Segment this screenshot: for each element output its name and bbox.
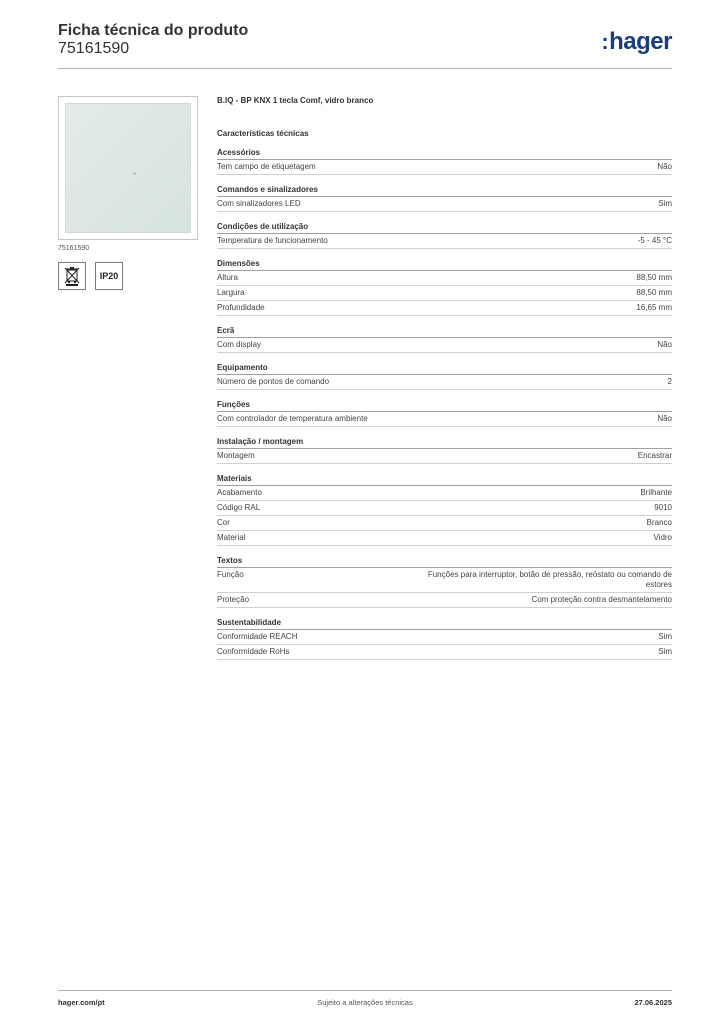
ip20-badge: IP20: [95, 262, 123, 290]
spec-label: Cor: [217, 518, 230, 527]
spec-value: Encastrar: [637, 451, 672, 460]
weee-crossed-bin-icon: [58, 262, 86, 290]
spec-value: Sim: [658, 632, 672, 641]
section-title: Funções: [217, 400, 672, 412]
spec-row: Função Funções para interruptor, botão de…: [217, 568, 672, 593]
footer-date: 27.06.2025: [634, 998, 672, 1007]
spec-label: Profundidade: [217, 303, 265, 312]
spec-label: Proteção: [217, 595, 250, 604]
spec-label: Temperatura de funcionamento: [217, 236, 328, 245]
spec-value: 9010: [654, 503, 672, 512]
product-image-column: 75161590 IP20: [58, 96, 200, 290]
spec-row: Conformidade RoHs Sim: [217, 645, 672, 660]
spec-row: Cor Branco: [217, 516, 672, 531]
technical-specs: B.IQ - BP KNX 1 tecla Comf, vidro branco…: [217, 96, 672, 670]
spec-row: Temperatura de funcionamento -5 - 45 °C: [217, 234, 672, 249]
spec-value: Sim: [658, 647, 672, 656]
spec-label: Código RAL: [217, 503, 261, 512]
spec-label: Conformidade REACH: [217, 632, 298, 641]
spec-row: Com controlador de temperatura ambiente N…: [217, 412, 672, 427]
product-image: [65, 103, 191, 233]
spec-value: 88,50 mm: [636, 288, 672, 297]
spec-row: Com display Não: [217, 338, 672, 353]
spec-row: Tem campo de etiquetagem Não: [217, 160, 672, 175]
spec-label: Tem campo de etiquetagem: [217, 162, 316, 171]
spec-row: Proteção Com proteção contra desmantelame…: [217, 593, 672, 608]
spec-label: Material: [217, 533, 246, 542]
spec-row: Com sinalizadores LED Sim: [217, 197, 672, 212]
spec-label: Com sinalizadores LED: [217, 199, 301, 208]
spec-label: Acabamento: [217, 488, 262, 497]
section-title: Textos: [217, 556, 672, 568]
header-divider: [58, 68, 672, 69]
section-title: Instalação / montagem: [217, 437, 672, 449]
spec-value: 16,65 mm: [636, 303, 672, 312]
document-header: Ficha técnica do produto 75161590 :hager: [58, 22, 672, 58]
spec-value: Não: [657, 414, 672, 423]
product-image-frame: [58, 96, 198, 240]
spec-label: Número de pontos de comando: [217, 377, 330, 386]
spec-row: Número de pontos de comando 2: [217, 375, 672, 390]
spec-value: Com proteção contra desmantelamento: [531, 595, 672, 604]
hager-logo: :hager: [601, 28, 672, 56]
image-reference: 75161590: [58, 245, 90, 252]
spec-label: Com controlador de temperatura ambiente: [217, 414, 368, 423]
logo-dots: :: [601, 29, 609, 54]
spec-row: Código RAL 9010: [217, 501, 672, 516]
footer-divider: [58, 990, 672, 991]
document-title: Ficha técnica do produto: [58, 22, 249, 39]
spec-label: Largura: [217, 288, 245, 297]
characteristics-heading: Características técnicas: [217, 129, 309, 138]
product-name: B.IQ - BP KNX 1 tecla Comf, vidro branco: [217, 96, 374, 105]
footer-note: Sujeito a alterações técnicas: [317, 998, 413, 1007]
certification-badges: IP20: [58, 262, 200, 290]
spec-row: Montagem Encastrar: [217, 449, 672, 464]
section-title: Condições de utilização: [217, 222, 672, 234]
spec-row: Largura 88,50 mm: [217, 286, 672, 301]
spec-value: 2: [667, 377, 672, 386]
spec-value: -5 - 45 °C: [637, 236, 672, 245]
spec-value: Brilhante: [640, 488, 672, 497]
spec-label: Montagem: [217, 451, 255, 460]
led-indicator-dot: [133, 172, 136, 175]
section-title: Materiais: [217, 474, 672, 486]
spec-row: Conformidade REACH Sim: [217, 630, 672, 645]
section-title: Ecrã: [217, 326, 672, 338]
spec-label: Altura: [217, 273, 238, 282]
spec-row: Acabamento Brilhante: [217, 486, 672, 501]
spec-label: Conformidade RoHs: [217, 647, 290, 656]
spec-value: Não: [657, 340, 672, 349]
section-title: Comandos e sinalizadores: [217, 185, 672, 197]
logo-text: hager: [609, 28, 672, 55]
spec-row: Profundidade 16,65 mm: [217, 301, 672, 316]
spec-label: Com display: [217, 340, 262, 349]
spec-value: Vidro: [653, 533, 672, 542]
spec-value: Funções para interruptor, botão de press…: [427, 570, 672, 589]
spec-value: Sim: [658, 199, 672, 208]
section-title: Acessórios: [217, 148, 672, 160]
spec-value: Branco: [646, 518, 672, 527]
spec-row: Altura 88,50 mm: [217, 271, 672, 286]
section-title: Equipamento: [217, 363, 672, 375]
product-code: 75161590: [58, 40, 130, 57]
spec-label: Função: [217, 570, 244, 579]
spec-value: Não: [657, 162, 672, 171]
spec-value: 88,50 mm: [636, 273, 672, 282]
footer-website-link[interactable]: hager.com/pt: [58, 998, 105, 1007]
section-title: Dimensões: [217, 259, 672, 271]
section-title: Sustentabilidade: [217, 618, 672, 630]
spec-row: Material Vidro: [217, 531, 672, 546]
